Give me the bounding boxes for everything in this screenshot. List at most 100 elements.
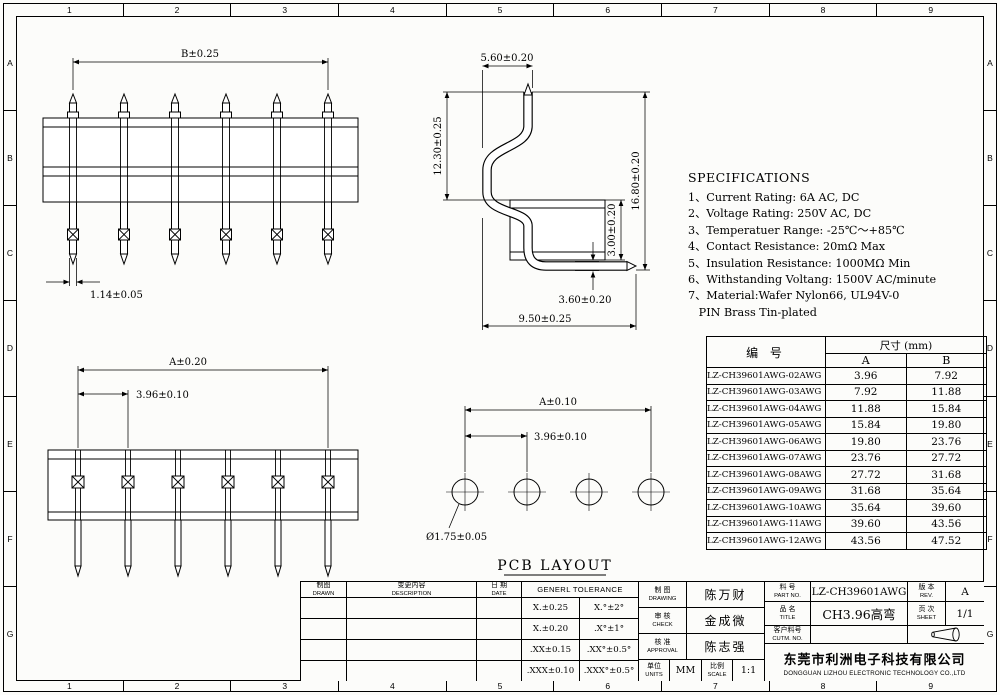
bottom-pitch-dimension: 3.96±0.10 bbox=[78, 390, 189, 448]
table-row: LZ-CH39601AWG-06AWG 19.80 23.76 bbox=[706, 433, 987, 451]
dimension-label: 3.00±0.20 bbox=[607, 204, 618, 257]
grid-label: 1 bbox=[66, 681, 72, 691]
grid-label: G bbox=[4, 585, 16, 681]
part-number: LZ-CH39601AWG-10AWG bbox=[706, 499, 826, 517]
specification-item: 3、Temperatuer Range: -25℃～+85℃ bbox=[688, 223, 905, 237]
part-number: LZ-CH39601AWG-04AWG bbox=[706, 400, 826, 418]
dim-a-value: 39.60 bbox=[825, 515, 907, 533]
grid-label: 2 bbox=[122, 680, 231, 692]
dim-b-value: 27.72 bbox=[905, 449, 987, 467]
specifications: SPECIFICATIONS 1、Current Rating: 6A AC, … bbox=[688, 170, 990, 321]
linear-tolerance: .XXX±0.10 bbox=[522, 661, 580, 681]
grid-label: D bbox=[984, 300, 996, 395]
grid-label: C bbox=[984, 205, 996, 300]
dim-b-value: 19.80 bbox=[905, 416, 987, 434]
table-row: LZ-CH39601AWG-11AWG 39.60 43.56 bbox=[706, 515, 987, 533]
grid-label: B bbox=[984, 110, 996, 205]
dimension-label: 3.96±0.10 bbox=[534, 432, 587, 443]
grid-label: 7 bbox=[661, 680, 769, 692]
specification-item: 6、Withstanding Voltang: 1500V AC/minute bbox=[688, 273, 937, 287]
grid-label: 8 bbox=[768, 680, 877, 692]
dimension-label: 12.30±0.25 bbox=[433, 116, 444, 175]
grid-label: C bbox=[4, 205, 16, 300]
dim-a-value: 15.84 bbox=[825, 416, 907, 434]
dim-b-value: 7.92 bbox=[905, 367, 987, 385]
part-number: LZ-CH39601AWG-02AWG bbox=[706, 367, 826, 385]
side-bent-pin bbox=[482, 82, 638, 272]
part-number: LZ-CH39601AWG-03AWG bbox=[706, 383, 826, 401]
signature-name: 金成微 bbox=[704, 614, 747, 628]
grid-label: 5 bbox=[445, 4, 554, 16]
dimension-label: Ø1.75±0.05 bbox=[426, 532, 487, 543]
angular-tolerance: .XXX°±0.5° bbox=[583, 666, 635, 676]
table-row: LZ-CH39601AWG-10AWG 35.64 39.60 bbox=[706, 499, 987, 517]
grid-label: 2 bbox=[122, 4, 231, 16]
grid-label: 8 bbox=[768, 4, 877, 16]
dim-a-value: 27.72 bbox=[825, 466, 907, 484]
pcb-width-dimension: A±0.10 bbox=[464, 397, 652, 472]
front-pin-dimension: 1.14±0.05 bbox=[46, 258, 143, 301]
dim-a-value: 11.88 bbox=[825, 400, 907, 418]
dim-b-value: 15.84 bbox=[905, 400, 987, 418]
parts-table: 编 号 尺寸 (mm) A B LZ-CH39601AWG-02AWG 3.96… bbox=[706, 336, 987, 550]
part-no-value: LZ-CH39601AWG bbox=[811, 582, 908, 602]
customer-no-value bbox=[811, 626, 908, 644]
linear-tolerance: X.±0.25 bbox=[522, 598, 580, 618]
signature-name: 陈志强 bbox=[704, 640, 747, 654]
revision-row bbox=[301, 598, 521, 619]
part-number: LZ-CH39601AWG-09AWG bbox=[706, 482, 826, 500]
pcb-hole-dimension: Ø1.75±0.05 bbox=[426, 503, 487, 543]
product-title-value: CH3.96高弯 bbox=[811, 602, 908, 626]
grid-label: 1 bbox=[66, 5, 72, 15]
table-row: LZ-CH39601AWG-08AWG 27.72 31.68 bbox=[706, 466, 987, 484]
pcb-layout-view: A±0.10 3.96±0.10 Ø1.75±0.05 PCB LAYOUT bbox=[426, 397, 670, 576]
dim-a-value: 3.96 bbox=[825, 367, 907, 385]
linear-tolerance: .XX±0.15 bbox=[522, 640, 580, 660]
dimension-label: B±0.25 bbox=[181, 49, 219, 60]
grid-label: F bbox=[984, 490, 996, 586]
tolerance-table: GENERL TOLERANCE X.±0.25 X.°±2° X.±0.20 … bbox=[521, 582, 638, 681]
bottom-view: A±0.20 3.96±0.10 bbox=[47, 357, 359, 578]
specifications-title: SPECIFICATIONS bbox=[688, 170, 811, 185]
front-width-dimension: B±0.25 bbox=[72, 49, 329, 90]
dim-a-value: 31.68 bbox=[825, 482, 907, 500]
dim-a-value: 7.92 bbox=[825, 383, 907, 401]
revision-row bbox=[301, 640, 521, 661]
grid-label: 7 bbox=[661, 4, 769, 16]
pcb-layout-title: PCB LAYOUT bbox=[497, 558, 613, 574]
table-row: LZ-CH39601AWG-07AWG 23.76 27.72 bbox=[706, 449, 987, 467]
grid-label: 3 bbox=[230, 4, 338, 16]
tolerance-row: .XXX±0.10 .XXX°±0.5° bbox=[522, 661, 638, 681]
table-row: LZ-CH39601AWG-02AWG 3.96 7.92 bbox=[706, 367, 987, 385]
grid-label: G bbox=[984, 585, 996, 681]
side-height-dimension: 16.80±0.20 bbox=[532, 91, 650, 271]
specification-item: 4、Contact Resistance: 20mΩ Max bbox=[688, 240, 886, 254]
revision-row bbox=[301, 661, 521, 681]
grid-label: D bbox=[4, 300, 16, 395]
projection-symbol-icon bbox=[908, 626, 984, 644]
part-number: LZ-CH39601AWG-06AWG bbox=[706, 433, 826, 451]
part-number: LZ-CH39601AWG-05AWG bbox=[706, 416, 826, 434]
table-row: LZ-CH39601AWG-09AWG 31.68 35.64 bbox=[706, 482, 987, 500]
angular-tolerance: X.°±2° bbox=[593, 603, 625, 613]
bottom-contacts bbox=[71, 450, 335, 578]
column-header-a: A bbox=[825, 353, 907, 368]
pcb-pitch-dimension: 3.96±0.10 bbox=[465, 432, 587, 472]
part-number: LZ-CH39601AWG-08AWG bbox=[706, 466, 826, 484]
dimension-label: 3.96±0.10 bbox=[136, 390, 189, 401]
grid-label: 4 bbox=[338, 4, 446, 16]
